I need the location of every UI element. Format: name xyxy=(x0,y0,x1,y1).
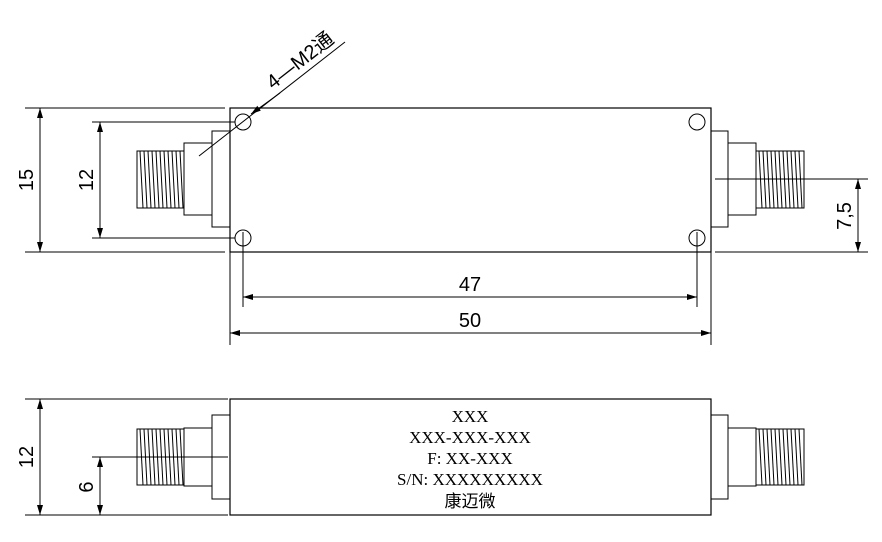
dim-text-7-5: 7,5 xyxy=(834,202,856,230)
mount-hole-top-right xyxy=(688,113,706,131)
dim-text-50: 50 xyxy=(459,310,481,332)
thread-pattern xyxy=(139,150,184,209)
thread-pattern xyxy=(758,428,803,486)
dim-text-side-6: 6 xyxy=(76,481,98,492)
label-line-3: F: XX-XXX xyxy=(427,449,512,468)
label-line-5: 康迈微 xyxy=(445,492,496,512)
label-line-1: XXX xyxy=(452,407,489,426)
label-line-2: XXX-XXX-XXX xyxy=(409,428,531,447)
top-view: 15 12 7,5 47 50 4—M2通 xyxy=(16,27,868,345)
dim-text-15: 15 xyxy=(16,169,38,191)
top-body-outline xyxy=(229,107,712,253)
dim-text-side-12: 12 xyxy=(16,446,38,468)
right-connector-side xyxy=(710,414,805,500)
left-connector xyxy=(136,130,231,228)
side-view: 12 6 XXX XXX-XXX-XXX F: XX-XXX S/N: XXXX… xyxy=(16,398,805,516)
callout-text-holes: 4—M2通 xyxy=(262,27,338,94)
dim-text-12: 12 xyxy=(76,169,98,191)
dim-text-47: 47 xyxy=(459,274,481,296)
label-line-4: S/N: XXXXXXXXX xyxy=(397,470,543,489)
